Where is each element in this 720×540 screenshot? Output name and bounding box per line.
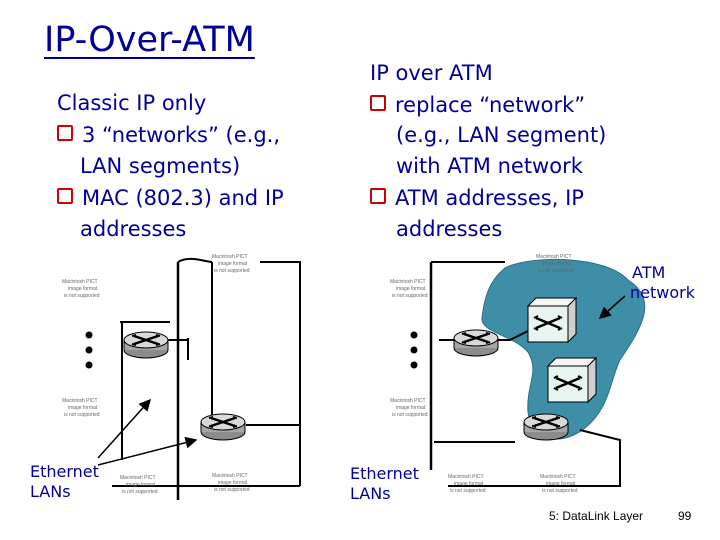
- arrow-icon: [97, 398, 152, 459]
- host-placeholder-icon: [62, 279, 100, 299]
- right-heading: IP over ATM: [370, 61, 493, 85]
- ellipsis-dots-icon: [85, 331, 93, 369]
- atm-network-cloud: [481, 258, 646, 440]
- ellipsis-dots-icon: [410, 331, 418, 369]
- atm-network-label: ATM network: [630, 263, 695, 302]
- arrow-icon: [598, 295, 626, 319]
- left-bullet-2-cont: addresses: [80, 217, 187, 241]
- router-icon: [452, 328, 500, 358]
- left-bullet-1-cont: LAN segments): [80, 154, 241, 178]
- square-bullet-icon: [57, 188, 73, 204]
- right-bullet-1-cont-2: with ATM network: [396, 154, 583, 178]
- atm-switch-icon: [546, 356, 598, 404]
- right-bullet-2-cont: addresses: [396, 217, 503, 241]
- host-placeholder-icon: [540, 474, 578, 494]
- router-icon: [522, 412, 570, 442]
- footer-page-number: 99: [678, 509, 692, 523]
- host-placeholder-icon: [390, 398, 428, 418]
- atm-switch-icon: [526, 296, 578, 344]
- ethernet-lans-label-left: Ethernet LANs: [30, 462, 99, 501]
- router-icon: [199, 412, 247, 442]
- footer-chapter: 5: DataLink Layer: [549, 509, 644, 523]
- square-bullet-icon: [370, 188, 386, 204]
- right-bullet-1: replace “network”: [370, 90, 585, 121]
- host-placeholder-icon: [536, 254, 574, 274]
- left-heading: Classic IP only: [57, 91, 207, 115]
- arrow-icon: [97, 436, 198, 466]
- host-placeholder-icon: [448, 474, 486, 494]
- left-diagram: [62, 254, 301, 500]
- slide-title: IP-Over-ATM: [44, 20, 255, 60]
- ethernet-lans-label-right: Ethernet LANs: [350, 464, 419, 503]
- left-bullet-2: MAC (802.3) and IP: [57, 183, 284, 214]
- host-placeholder-icon: [390, 279, 428, 299]
- left-bullet-2-text: MAC (802.3) and IP: [82, 186, 284, 210]
- left-bullet-1: 3 “networks” (e.g.,: [57, 120, 280, 151]
- left-bullet-1-text: 3 “networks” (e.g.,: [82, 123, 281, 147]
- router-icon: [122, 330, 170, 360]
- right-bullet-2-text: ATM addresses, IP: [395, 186, 584, 210]
- host-placeholder-icon: [120, 475, 158, 495]
- host-placeholder-icon: [212, 473, 250, 493]
- right-bullet-1-cont-1: (e.g., LAN segment): [396, 123, 607, 147]
- right-bullet-2: ATM addresses, IP: [370, 183, 584, 214]
- right-bullet-1-text: replace “network”: [395, 93, 586, 117]
- right-diagram: [390, 254, 646, 494]
- host-placeholder-icon: [62, 398, 100, 418]
- square-bullet-icon: [57, 125, 73, 141]
- square-bullet-icon: [370, 95, 386, 111]
- host-placeholder-icon: [212, 254, 250, 274]
